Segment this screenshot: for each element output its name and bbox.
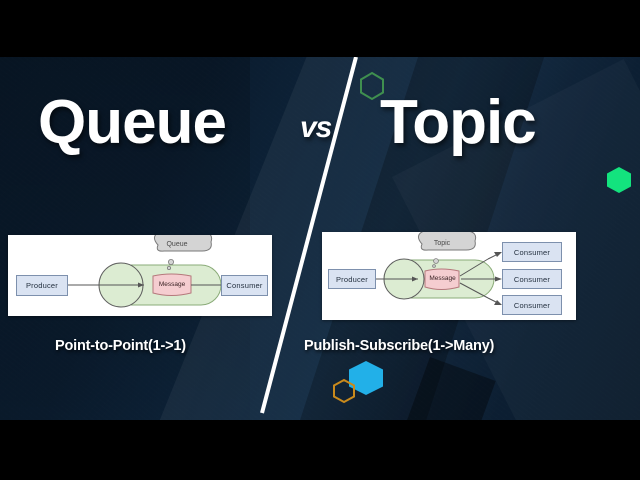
- caption-publish-subscribe: Publish-Subscribe(1->Many): [304, 338, 495, 354]
- letterbox-bottom-bar: [0, 420, 640, 480]
- topic-message-node: Message: [426, 272, 459, 285]
- topic-message-label: Message: [429, 275, 456, 282]
- letterbox-top-bar: [0, 0, 640, 57]
- queue-diagram-panel: Producer Consumer Queue Message: [8, 221, 272, 316]
- caption-point-to-point: Point-to-Point(1->1): [55, 338, 186, 354]
- topic-diagram-svg: [372, 220, 502, 305]
- topic-consumer-label-1: Consumer: [513, 247, 551, 257]
- topic-producer-node: Producer: [328, 269, 376, 289]
- queue-producer-label: Producer: [25, 281, 59, 290]
- queue-message-label: Message: [158, 281, 186, 288]
- hex-orange-outline-icon: [333, 378, 355, 404]
- topic-consumer-node-1: Consumer: [502, 242, 562, 262]
- hex-green-outline-icon: [360, 71, 384, 101]
- queue-producer-node: Producer: [16, 275, 68, 296]
- queue-consumer-node: Consumer: [221, 275, 268, 296]
- headline-left-word: Queue: [38, 88, 227, 157]
- topic-producer-label: Producer: [335, 274, 369, 284]
- queue-message-node: Message: [154, 278, 190, 291]
- topic-consumer-node-3: Consumer: [502, 295, 562, 315]
- queue-consumer-label: Consumer: [226, 281, 263, 290]
- topic-consumer-label-3: Consumer: [513, 300, 551, 310]
- queue-cloud-label: Queue: [166, 241, 188, 248]
- topic-cloud-label: Topic: [433, 240, 451, 247]
- headline-vs-word: vs: [300, 111, 332, 144]
- headline-right-word: Topic: [380, 88, 537, 157]
- topic-consumer-node-2: Consumer: [502, 269, 562, 289]
- headline-group: Queue vs Topic: [0, 88, 640, 168]
- hex-green-filled-icon: [607, 167, 631, 193]
- topic-consumer-label-2: Consumer: [513, 274, 551, 284]
- topic-diagram-panel: Producer Consumer Consumer Consumer Topi…: [322, 220, 576, 320]
